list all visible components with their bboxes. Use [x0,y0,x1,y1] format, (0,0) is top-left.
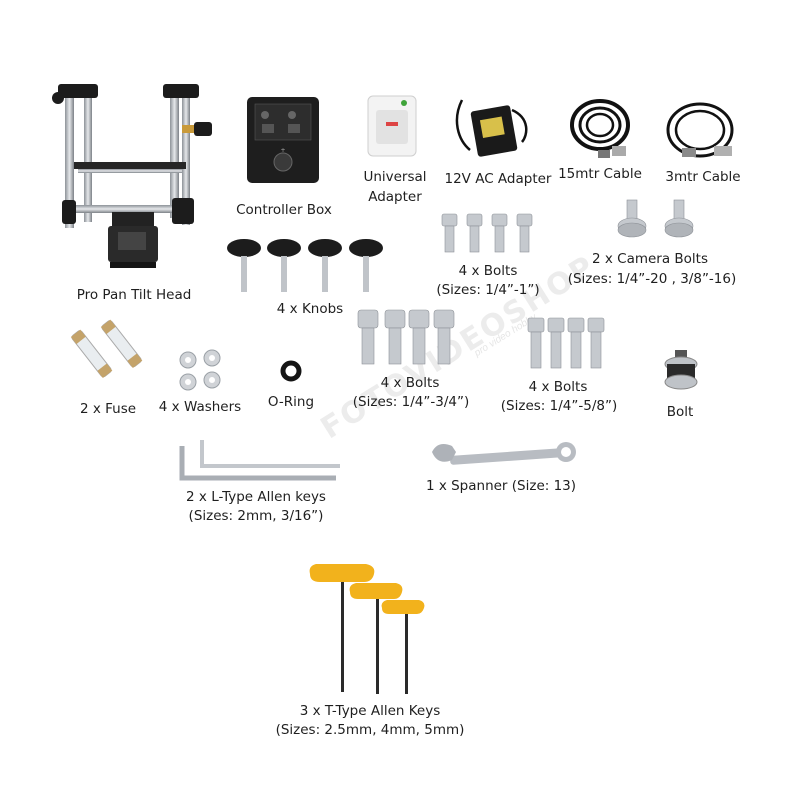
bolts-34-label-2: (Sizes: 1/4”-3/4”) [352,394,470,410]
fuse-label: 2 x Fuse [79,401,137,417]
bolts-34-label-1: 4 x Bolts [380,375,440,391]
cable-15m-label: 15mtr Cable [558,166,642,182]
camera-bolts-label-1: 2 x Camera Bolts [591,251,709,267]
oring-label: O-Ring [267,394,315,410]
knobs-label: 4 x Knobs [276,301,344,317]
universal-adapter-label-1: Universal [363,169,427,185]
camera-bolts-label-2: (Sizes: 1/4”-20 , 3/8”-16) [567,271,737,287]
bolts-58-label-2: (Sizes: 1/4”-5/8”) [500,398,618,414]
bolt-label: Bolt [666,404,694,420]
t-keys-label-1: 3 x T-Type Allen Keys [299,703,441,719]
bolts-58-label-1: 4 x Bolts [528,379,588,395]
washers-label: 4 x Washers [158,399,242,415]
bolts-1in-label-1: 4 x Bolts [458,263,518,279]
ac-adapter-label: 12V AC Adapter [444,171,552,187]
l-keys-label-2: (Sizes: 2mm, 3/16”) [188,508,324,524]
controller-box-label: Controller Box [236,202,332,218]
t-keys-label-2: (Sizes: 2.5mm, 4mm, 5mm) [275,722,465,738]
cable-3m-label: 3mtr Cable [665,169,741,185]
l-keys-label-1: 2 x L-Type Allen keys [186,489,326,505]
universal-adapter-label-2: Adapter [368,189,422,205]
spanner-label: 1 x Spanner (Size: 13) [425,478,577,494]
bolts-1in-label-2: (Sizes: 1/4”-1”) [436,282,540,298]
svg-text:+: + [280,147,285,154]
pan-tilt-head-label: Pro Pan Tilt Head [76,287,192,303]
